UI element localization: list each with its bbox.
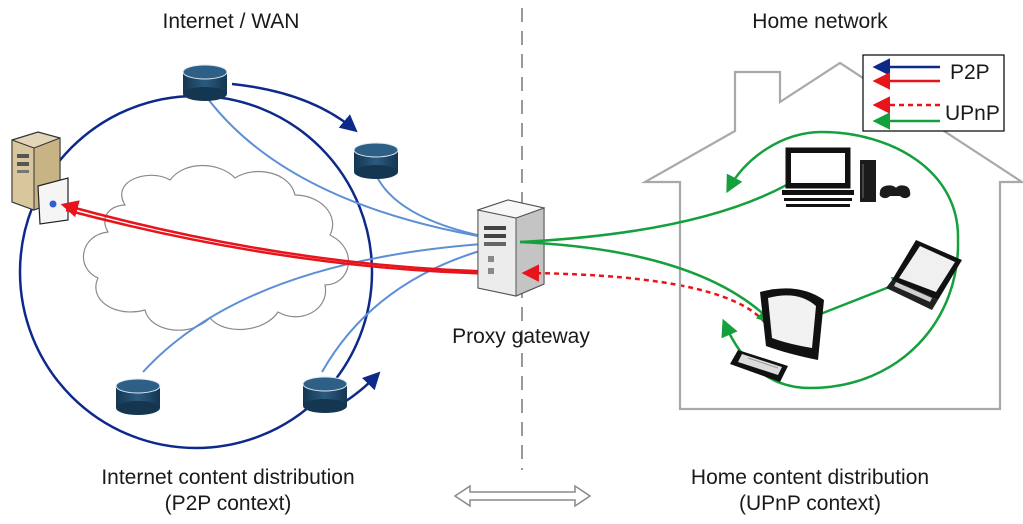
game-console-icon <box>860 160 911 202</box>
database-icon <box>302 376 348 413</box>
internet-label: Internet / WAN <box>163 10 300 33</box>
proxy-gateway-label: Proxy gateway <box>452 325 590 348</box>
home-distribution-title: Home content distribution <box>691 466 929 489</box>
desktop-computer-icon <box>730 288 824 382</box>
cloud-icon <box>82 164 349 331</box>
upnp-link-tv <box>519 170 811 244</box>
p2p-request-arrow <box>60 200 517 274</box>
legend-upnp-label: UPnP <box>945 102 1000 125</box>
legend-p2p-label: P2P <box>950 61 990 84</box>
proxy-server-icon <box>476 199 546 297</box>
home-distribution-context: (UPnP context) <box>739 492 881 515</box>
legend: P2P UPnP <box>862 54 1005 132</box>
database-icon <box>353 142 399 179</box>
upnp-ring <box>726 130 960 241</box>
p2p-ring-arrow-top <box>231 82 358 133</box>
house-icon <box>640 61 1023 411</box>
upnp-link-desktop <box>519 240 775 325</box>
double-arrow-icon <box>453 484 592 508</box>
tv-icon <box>782 147 854 207</box>
p2p-response-arrow <box>65 208 516 283</box>
laptop-icon <box>886 240 962 310</box>
database-icon <box>115 378 161 415</box>
server-icon <box>11 131 69 225</box>
internet-distribution-context: (P2P context) <box>165 492 292 515</box>
p2p-link-db1 <box>204 94 516 243</box>
p2p-link-db3 <box>142 241 516 373</box>
database-icon <box>182 64 228 101</box>
upnp-discovery-arrow <box>521 264 772 331</box>
home-network-label: Home network <box>752 10 888 33</box>
internet-distribution-title: Internet content distribution <box>101 466 354 489</box>
